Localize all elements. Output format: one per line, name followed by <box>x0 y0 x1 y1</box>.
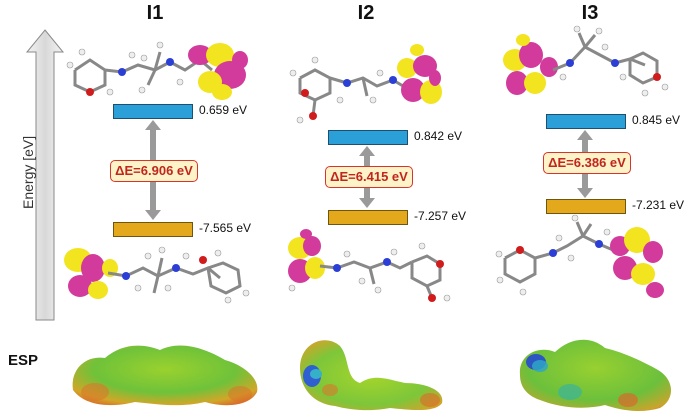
lumo-orbital-i3 <box>503 25 669 97</box>
panel-title-i2: I2 <box>357 2 375 24</box>
panel-title-i3: I3 <box>581 2 599 24</box>
homo-energy-i2: -7.257 eV <box>414 209 467 223</box>
esp-surface-i3 <box>519 339 672 412</box>
lumo-orbital-i2 <box>289 44 442 124</box>
homo-bar-i1 <box>113 222 193 237</box>
homo-energy-i3: -7.231 eV <box>632 198 685 212</box>
lumo-energy-i1: 0.659 eV <box>199 103 248 117</box>
lumo-energy-i2: 0.842 eV <box>414 129 463 143</box>
homo-bar-i3 <box>546 199 626 214</box>
gap-label-i3: ΔE=6.386 eV <box>543 152 631 174</box>
lumo-energy-i3: 0.845 eV <box>632 113 681 127</box>
lumo-bar-i1 <box>113 104 193 119</box>
esp-label: ESP <box>8 352 39 369</box>
lumo-orbital-i1 <box>66 41 248 100</box>
homo-orbital-i2 <box>288 229 451 302</box>
homo-orbital-i3 <box>495 214 664 298</box>
homo-orbital-i1 <box>64 246 250 304</box>
lumo-bar-i2 <box>328 130 408 145</box>
energy-axis-arrow <box>25 29 65 321</box>
gap-label-i2: ΔE=6.415 eV <box>325 166 413 188</box>
energy-axis-label: Energy [eV] <box>20 135 36 209</box>
esp-surface-i2 <box>300 340 443 411</box>
panel-title-i1: I1 <box>146 2 164 24</box>
homo-bar-i2 <box>328 210 408 225</box>
homo-energy-i1: -7.565 eV <box>199 221 252 235</box>
lumo-bar-i3 <box>546 114 626 129</box>
gap-label-i1: ΔE=6.906 eV <box>110 160 198 182</box>
esp-surface-i1 <box>72 345 258 406</box>
